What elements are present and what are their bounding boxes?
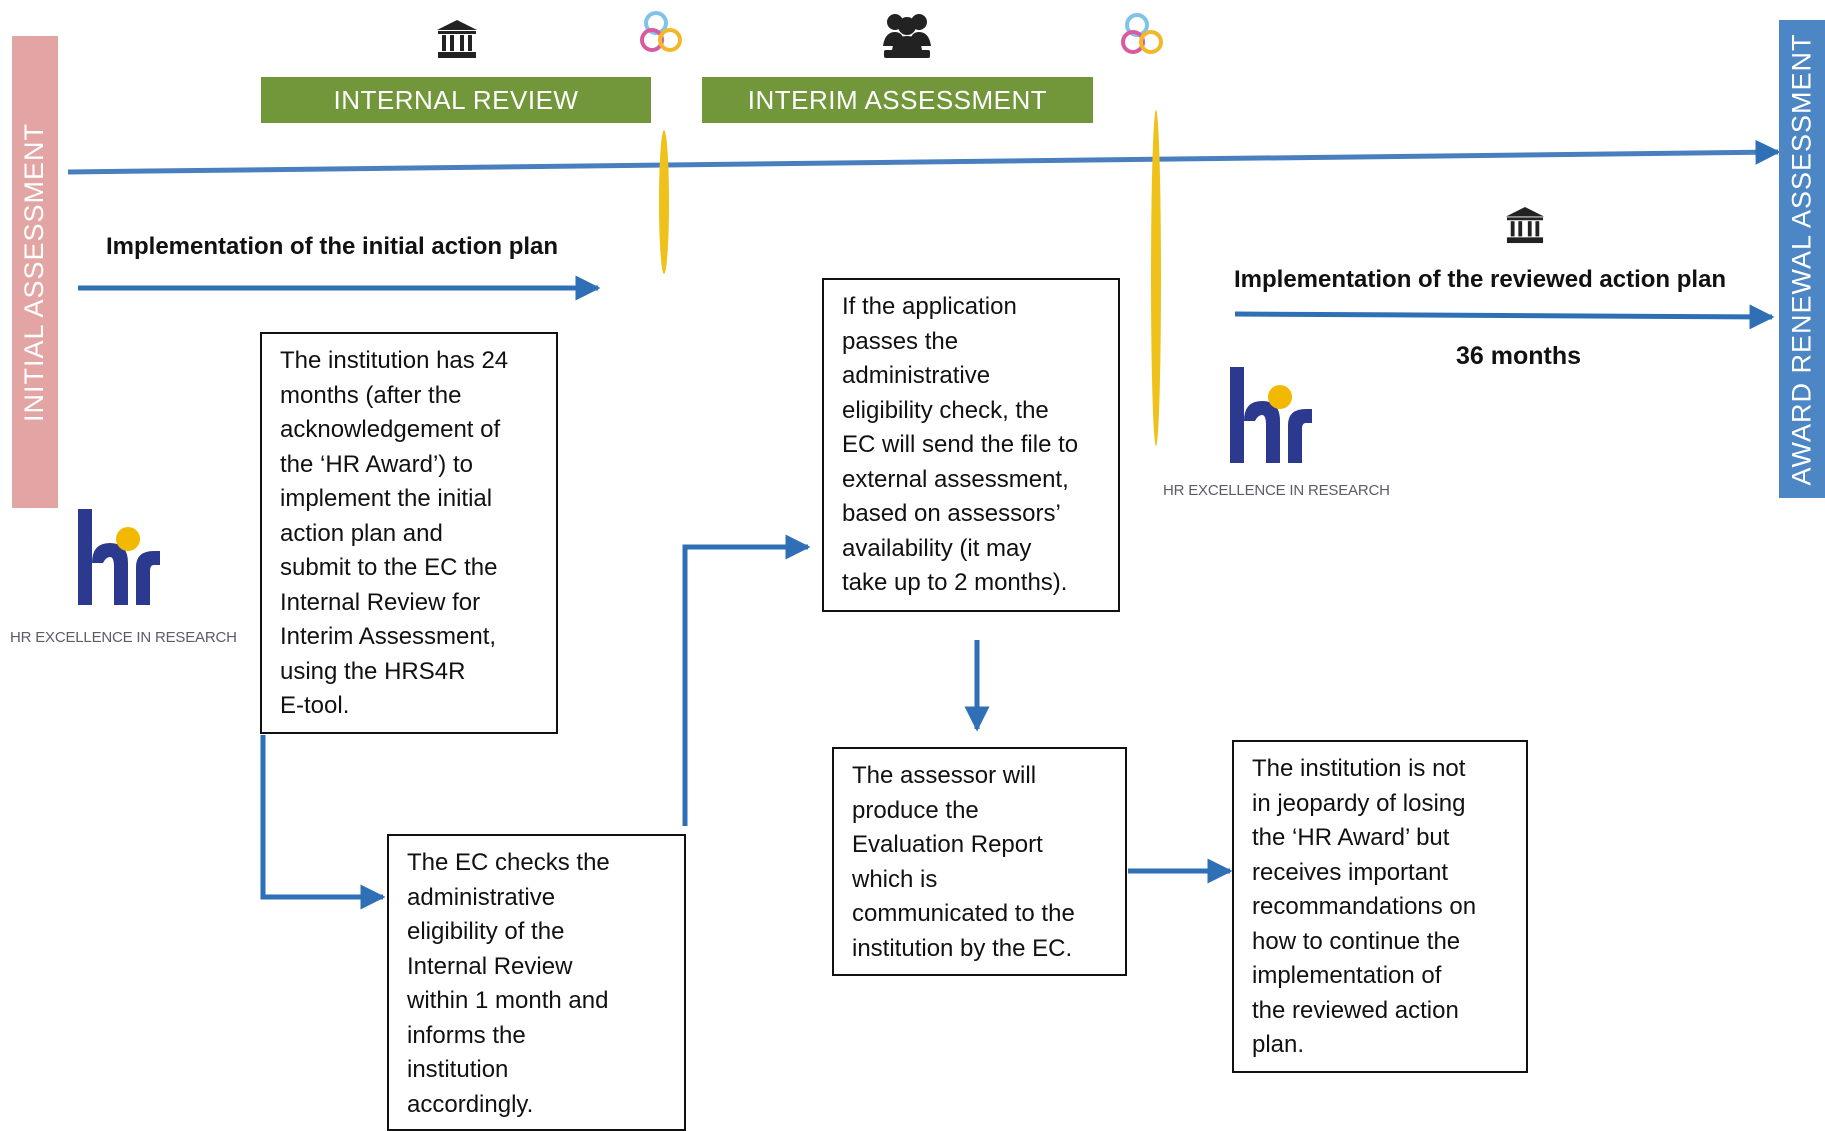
box-line: availability (it may [842,534,1032,562]
box-line: the ‘HR Award’) to [280,450,473,478]
box-line: external assessment, [842,465,1069,493]
box-line: institution [407,1056,509,1083]
interlocking-rings-icon [640,11,682,52]
institution-icon [437,20,477,58]
box-line: Internal Review [407,952,573,980]
connector-to-ec-checks [260,735,386,910]
box-line: acknowledgement of [280,416,501,443]
box-line: which is [852,865,938,893]
box-line: the ‘HR Award’ but [1252,824,1450,851]
hr-excellence-logo [1230,367,1312,463]
hr-excellence-caption: HR EXCELLENCE IN RESEARCH [10,629,237,646]
initial-assessment-bar: INITIAL ASSESSMENT [12,36,58,508]
internal-review-label: INTERNAL REVIEW [333,84,579,115]
box-line: within 1 month and [407,987,609,1014]
box-line: E-tool. [280,692,350,719]
box-line: implement the initial [280,485,493,512]
box-line: in jeopardy of losing [1252,789,1466,817]
box-line: action plan and [280,519,443,547]
box-line: eligibility of the [407,918,565,945]
box-line: The EC checks the [407,849,610,876]
box-line: informs the [407,1021,526,1049]
connector-to-external-assessment [682,534,811,826]
evaluation-report-box: The assessor will produce the Evaluation… [832,747,1127,976]
box-line: implementation of [1252,962,1442,989]
box-line: Evaluation Report [852,831,1043,858]
box-line: accordingly. [407,1090,534,1118]
external-assessment-box: If the application passes the administra… [822,278,1120,612]
main-timeline-arrow [67,139,1781,175]
box-line: take up to 2 months). [842,569,1068,596]
internal-review-banner: INTERNAL REVIEW [261,77,651,123]
box-line: EC will send the file to [842,431,1079,458]
box-line: plan. [1252,1031,1305,1058]
assessors-group-icon [883,14,931,58]
box-line: recommandations on [1252,893,1477,920]
box-line: using the HRS4R [280,657,466,685]
duration-label: 36 months [1456,342,1582,370]
box-line: communicated to the [852,900,1075,927]
not-in-jeopardy-box: The institution is not in jeopardy of lo… [1232,740,1528,1073]
initial-plan-label: Implementation of the initial action pla… [106,233,559,260]
box-line: submit to the EC the [280,554,498,581]
hr-excellence-caption: HR EXCELLENCE IN RESEARCH [1163,482,1390,499]
award-renewal-label: AWARD RENEWAL ASSESSMENT [1786,32,1817,486]
box-line: produce the [852,796,979,824]
box-line: the reviewed action [1252,996,1459,1024]
milestone-marker-1 [659,130,669,274]
box-line: how to continue the [1252,927,1461,955]
box-line: passes the [842,327,959,355]
box-line: institution by the EC. [852,934,1073,962]
institution-24-months-box: The institution has 24 months (after the… [260,332,558,734]
reviewed-plan-arrow [1234,304,1775,330]
box-line: months (after the [280,381,462,409]
ec-checks-box: The EC checks the administrative eligibi… [387,834,686,1131]
box-line: eligibility check, the [842,396,1049,424]
interlocking-rings-icon [1121,13,1163,54]
milestone-marker-2 [1151,110,1161,446]
box-line: based on assessors’ [842,500,1061,527]
box-line: receives important [1252,858,1449,886]
box-line: Interim Assessment, [280,623,497,650]
institution-icon [1506,206,1544,244]
box-line: The assessor will [852,762,1037,789]
initial-assessment-label: INITIAL ASSESSMENT [19,122,50,422]
box-line: The institution is not [1252,755,1466,782]
interim-assessment-banner: INTERIM ASSESSMENT [702,77,1093,123]
box-line: administrative [407,883,556,911]
hr-excellence-logo [78,509,160,605]
reviewed-plan-label: Implementation of the reviewed action pl… [1234,266,1727,293]
award-renewal-bar: AWARD RENEWAL ASSESSMENT [1779,20,1825,498]
box-line: The institution has 24 [280,347,509,374]
box-line: Internal Review for [280,588,481,616]
box-line: administrative [842,362,991,389]
box-line: If the application [842,293,1017,320]
interim-assessment-label: INTERIM ASSESSMENT [747,84,1048,115]
